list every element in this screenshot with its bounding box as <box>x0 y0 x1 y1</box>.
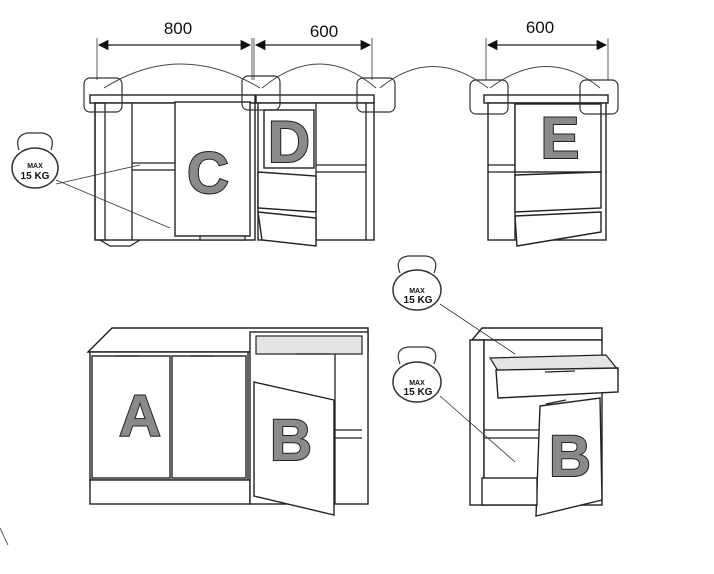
weight-badge-right-upper: MAX 15 KG <box>392 255 516 355</box>
panel-label-b-right: B <box>549 424 591 489</box>
weight-max-label: MAX <box>27 163 43 170</box>
weight-badge-top: MAX 15 KG <box>11 132 171 229</box>
edge-stroke <box>0 527 9 546</box>
hinge-ring-icon <box>579 79 619 115</box>
kettlebell-weight-icon <box>11 132 59 189</box>
connector-arcs <box>103 63 601 89</box>
base-cabinet-b-drawer: B <box>469 327 620 517</box>
panel-label-a: A <box>119 384 161 449</box>
weight-load-label: 15 KG <box>21 171 50 182</box>
hinge-ring-icon <box>356 77 396 113</box>
weight-max-label: MAX <box>409 288 425 295</box>
weight-load-label: 15 KG <box>404 387 433 398</box>
top-cabinet-600-e: E <box>483 94 609 247</box>
hinge-ring-icon <box>83 77 123 113</box>
panel-label-d: D <box>268 110 310 175</box>
dimension-800: 800 <box>96 19 253 80</box>
kettlebell-weight-icon <box>392 346 442 403</box>
hinge-ring-icon <box>469 79 509 115</box>
kettlebell-weight-icon <box>392 255 442 311</box>
weight-max-label: MAX <box>409 380 425 387</box>
top-cabinet-600-d: D <box>255 94 375 247</box>
dimension-600-middle: 600 <box>253 22 373 80</box>
panel-label-e: E <box>541 106 580 171</box>
panel-label-b-left: B <box>270 408 312 473</box>
panel-label-c: C <box>187 141 229 206</box>
dimension-label-800: 800 <box>164 19 192 38</box>
base-cabinet-ab: A B <box>86 327 369 516</box>
top-cabinet-800: C <box>89 94 256 247</box>
hinge-ring-icon <box>241 75 281 111</box>
dimension-label-600-middle: 600 <box>310 22 338 41</box>
dimension-label-600-right: 600 <box>526 18 554 37</box>
weight-load-label: 15 KG <box>404 295 433 306</box>
dimension-600-right: 600 <box>485 18 609 80</box>
weight-badge-right-lower: MAX 15 KG <box>392 346 516 463</box>
hinge-rings <box>83 75 619 115</box>
